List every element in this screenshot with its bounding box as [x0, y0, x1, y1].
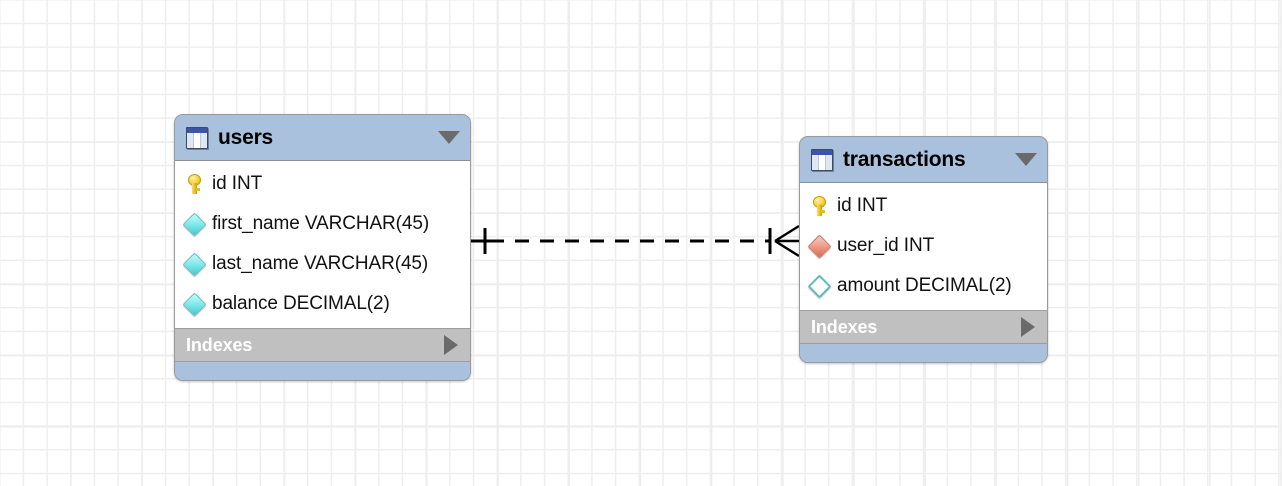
foreign-key-diamond-icon — [807, 233, 832, 259]
indexes-label: Indexes — [811, 316, 878, 337]
column-label: user_id INT — [837, 235, 935, 256]
column-diamond-icon — [182, 291, 207, 317]
column-diamond-icon — [182, 211, 207, 237]
chevron-down-icon[interactable] — [1015, 153, 1037, 166]
table-row[interactable]: user_id INT — [800, 226, 1047, 266]
table-title: users — [218, 125, 274, 149]
table-figure-users[interactable]: users id INT first_name VARCHAR(45) last… — [174, 114, 471, 381]
indexes-section-users[interactable]: Indexes — [175, 328, 470, 362]
table-footer — [800, 344, 1047, 362]
table-figure-transactions[interactable]: transactions id INT user_id INT amount D… — [799, 136, 1048, 363]
table-footer — [175, 362, 470, 380]
chevron-right-icon[interactable] — [444, 335, 458, 355]
indexes-section-transactions[interactable]: Indexes — [800, 310, 1047, 344]
table-row[interactable]: id INT — [175, 164, 470, 204]
nullable-column-diamond-icon — [807, 273, 832, 299]
table-header-users[interactable]: users — [175, 115, 470, 160]
table-icon — [811, 148, 833, 171]
primary-key-icon — [811, 196, 828, 216]
primary-key-icon — [186, 174, 203, 194]
table-icon — [186, 126, 208, 149]
column-label: last_name VARCHAR(45) — [212, 253, 429, 274]
column-label: id INT — [212, 173, 263, 194]
indexes-label: Indexes — [186, 334, 253, 355]
column-label: id INT — [837, 195, 888, 216]
table-header-transactions[interactable]: transactions — [800, 137, 1047, 182]
table-row[interactable]: id INT — [800, 186, 1047, 226]
table-columns-transactions: id INT user_id INT amount DECIMAL(2) — [800, 182, 1047, 310]
chevron-right-icon[interactable] — [1021, 317, 1035, 337]
column-label: first_name VARCHAR(45) — [212, 213, 430, 234]
relationship-connector-one-to-many[interactable] — [470, 218, 800, 264]
relationship-target-crowsfoot-upper — [774, 224, 800, 243]
chevron-down-icon[interactable] — [438, 131, 460, 144]
column-label: balance DECIMAL(2) — [212, 293, 390, 314]
table-title: transactions — [843, 147, 966, 171]
table-row[interactable]: first_name VARCHAR(45) — [175, 204, 470, 244]
table-columns-users: id INT first_name VARCHAR(45) last_name … — [175, 160, 470, 328]
relationship-target-crowsfoot-lower — [774, 239, 800, 258]
column-diamond-icon — [182, 251, 207, 277]
column-label: amount DECIMAL(2) — [837, 275, 1012, 296]
table-row[interactable]: balance DECIMAL(2) — [175, 284, 470, 324]
table-row[interactable]: amount DECIMAL(2) — [800, 266, 1047, 306]
table-row[interactable]: last_name VARCHAR(45) — [175, 244, 470, 284]
